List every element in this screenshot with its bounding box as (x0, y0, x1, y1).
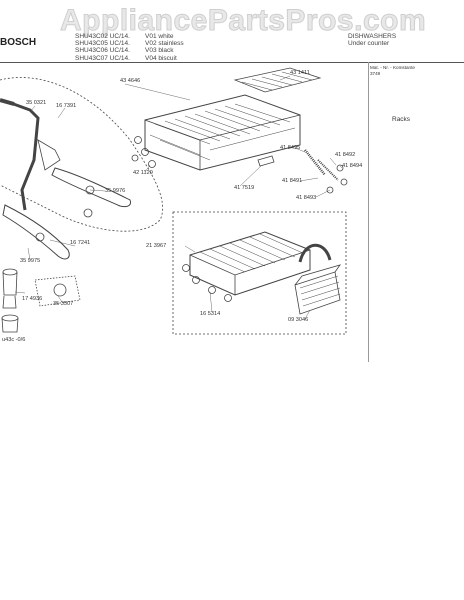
part-label: 41 8491 (282, 178, 303, 184)
part-label: 42 1129 (133, 170, 153, 176)
variant-item: V04 biscuit (145, 54, 177, 62)
adjuster-knob (336, 164, 344, 172)
side-code: 3749 (370, 71, 381, 76)
filter-cup (2, 295, 17, 309)
adjuster-spring (317, 159, 339, 181)
upper-spray-pipe (7, 100, 40, 211)
micro-filter-top (1, 314, 19, 322)
part-label: 35 9976 (105, 188, 126, 194)
lower-rack-tines (199, 233, 306, 273)
part-label: 41 8492 (335, 152, 356, 158)
filter-top (2, 268, 18, 276)
lower-rack-group-box (172, 211, 347, 335)
upper-rack-tines (149, 103, 296, 161)
part-label: 41 8494 (342, 163, 363, 169)
footer-code: u43c -0/6 (2, 337, 26, 343)
cup-shelf-tines (241, 71, 313, 91)
adjuster-knob (340, 178, 348, 186)
subcategory-label: Under counter (348, 40, 390, 48)
lower-rack-wheel (208, 286, 216, 294)
pipe-connector (0, 98, 15, 106)
adjuster-knob (326, 186, 334, 194)
part-label: 21 3967 (146, 243, 167, 249)
part-label: 16 7391 (56, 103, 77, 109)
part-label: 16 7241 (70, 240, 91, 246)
model-item: SHU43C06 UC/14. (75, 47, 130, 55)
category-label: DISHWASHERS (348, 33, 397, 40)
rack-wheel (141, 148, 149, 156)
category-block: DISHWASHERS Under counter (348, 33, 396, 47)
part-label: 43 4646 (120, 78, 141, 84)
lower-rack-wheel (182, 264, 190, 272)
leader-lines (14, 75, 343, 320)
part-label: 16 5314 (200, 311, 221, 317)
model-list: SHU43C02 UC/14. SHU43C05 UC/14. SHU43C06… (75, 33, 130, 62)
brand-logo: BOSCH (0, 37, 37, 48)
basket-top (294, 264, 341, 286)
part-label: 09 3046 (288, 317, 309, 323)
model-item: SHU43C05 UC/14. (75, 40, 130, 48)
variant-item: V02 stainless (145, 40, 184, 48)
filter-body (2, 271, 18, 296)
filter-plate-hole (53, 283, 67, 297)
header-rule (0, 62, 464, 63)
part-label: 41 8493 (296, 195, 317, 201)
section-label: Racks (392, 116, 411, 123)
micro-filter-body (1, 317, 19, 333)
rack-wheel (148, 160, 156, 168)
part-label: 35 9975 (20, 258, 41, 264)
cup-shelf (233, 67, 322, 93)
side-divider (368, 62, 369, 362)
silverware-basket (294, 271, 341, 315)
part-label: 35 3507 (53, 301, 74, 307)
upper-rack (144, 94, 301, 171)
watermark: AppliancePartsPros.com (59, 4, 427, 38)
lower-spray-arm (2, 204, 70, 260)
upper-spray-arm (51, 167, 131, 208)
lower-rack-edges (189, 249, 311, 295)
lower-rack (189, 231, 311, 296)
lower-rack-wheel (224, 294, 232, 302)
part-label: 41 8495 (280, 145, 301, 151)
variant-item: V03 black (145, 47, 174, 55)
spray-arm-nut (83, 208, 93, 218)
rack-adjuster (257, 155, 275, 167)
lower-arm-hub (35, 232, 45, 242)
part-label: 35 0321 (26, 100, 47, 106)
part-label: 17 4936 (22, 296, 43, 302)
variant-list: V01 white V02 stainless V03 black V04 bi… (145, 33, 184, 62)
model-item: SHU43C07 UC/14. (75, 54, 130, 62)
pipe-bracket (37, 139, 61, 171)
basket-grid (299, 275, 341, 307)
spray-arm-group-outline (0, 77, 164, 232)
adjuster-spring (304, 149, 326, 176)
variant-item: V01 white (145, 33, 174, 40)
part-label: 43 1411 (290, 70, 310, 76)
spray-arm-hub (85, 185, 95, 195)
side-note: Mat. - Nr. - Komstante (370, 65, 415, 70)
rack-wheel (131, 154, 139, 162)
lower-rack-wheel (192, 276, 200, 284)
rack-handle (298, 243, 332, 263)
rack-wheel (134, 136, 142, 144)
model-item: SHU43C02 UC/14. (75, 33, 130, 40)
part-label: 41 7519 (234, 185, 255, 191)
